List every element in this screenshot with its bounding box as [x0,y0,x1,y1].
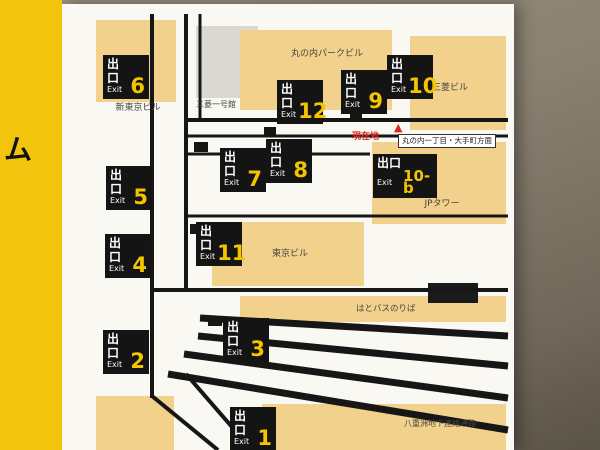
exit-label-en: Exit [391,85,407,95]
label-marunouchi-park: 丸の内パークビル [290,49,363,59]
exit-badge-3: 出口 Exit 3 [223,318,269,362]
exit-label-en: Exit [200,252,216,262]
exit-number: 8 [293,158,308,183]
exit-number: 3 [250,337,265,362]
exit-label-jp: 出口 [270,141,283,169]
exit-label-jp: 出口 [234,409,247,437]
stair-marker [264,127,276,136]
exit-badge-11: 出口 Exit 11 [196,222,246,266]
exit-badge-6: 出口 Exit 6 [103,55,149,99]
exit-label-jp: 出口 [110,168,123,196]
exit-badge-12: 出口 Exit 12 [277,80,327,124]
exit-label-jp: 出口 [377,156,402,170]
exit-badge-9: 出口 Exit 9 [341,70,387,114]
exit-number: 11 [217,241,247,266]
exit-number: 2 [130,349,145,374]
exit-number: 5 [133,185,148,210]
exit-label-jp: 出口 [227,320,240,348]
exit-label-jp: 出口 [109,236,122,264]
exit-badge-8: 出口 Exit 8 [266,139,312,183]
exit-badge-7: 出口 Exit 7 [220,148,266,192]
exit-label-en: Exit [107,360,123,370]
exit-label-en: Exit [224,178,240,188]
label-tokyo-bldg: 東京ビル [272,249,309,259]
exit-badge-10: 出口 Exit 10 [387,55,437,99]
exit-label-jp: 出口 [224,150,237,178]
label-yaesu: 八重洲地下連絡通路 [404,419,476,428]
exit-number: 1 [257,426,272,450]
exit-label-jp: 出口 [200,224,213,252]
exit-label-en: Exit [345,100,361,110]
stair-marker [194,142,208,152]
exit-label-en: Exit [110,196,126,206]
stair-marker [208,316,222,326]
exit-number: 7 [247,167,262,192]
label-hato-bus: はとバスのりば [356,304,416,314]
exit-label-jp: 出口 [345,72,358,100]
label-jp-tower: JPタワー [424,199,460,209]
exit-number: 4 [132,253,147,278]
stair-marker [350,110,362,119]
direction-label: 丸の内一丁目・大手町方面 [398,134,496,148]
exit-label-jp: 出口 [107,332,120,360]
exit-label-jp: 出口 [391,57,404,85]
exit-badge-10b: 出口 Exit 10-b [373,154,437,198]
current-location-label: 現在地 [352,132,380,142]
exit-label-en: Exit [270,169,286,179]
current-location-marker-icon: ▲ [394,121,403,134]
exit-label-jp: 出口 [107,57,120,85]
exit-label-en: Exit [227,348,243,358]
exit-number: 10 [408,74,438,99]
exit-label-en: Exit [107,85,123,95]
exit-label-en: Exit [109,264,125,274]
label-shin-tokyo: 新東京ビル [115,103,161,113]
exit-label-en: Exit [234,437,250,447]
exit-number: 10-b [403,166,431,198]
exit-badge-5: 出口 Exit 5 [106,166,152,210]
exit-label-en: Exit [377,177,393,187]
exit-label-en: Exit [281,110,297,120]
exit-badge-2: 出口 Exit 2 [103,330,149,374]
pillar-letter: ム [4,133,33,166]
yellow-pillar: ム [0,0,62,450]
exit-number: 12 [298,99,328,124]
label-mitsubishi: 三菱ビル [432,83,469,93]
exit-badge-1: 出口 Exit 1 [230,407,276,450]
exit-badge-4: 出口 Exit 4 [105,234,151,278]
exit-number: 9 [368,89,383,114]
exit-number: 6 [130,74,145,99]
exit-label-jp: 出口 [281,82,294,110]
label-ichigokan: 三菱一号館 [196,100,236,109]
